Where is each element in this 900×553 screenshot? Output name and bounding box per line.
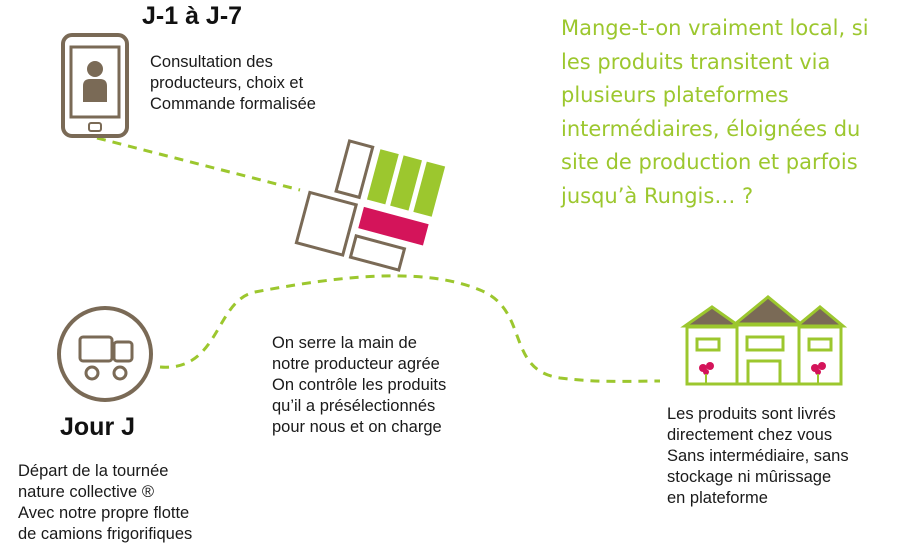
question-text: Mange-t-on vraiment local, si les produi… bbox=[561, 16, 869, 208]
step2-heading: Jour J bbox=[60, 413, 136, 441]
connector-phone-to-crates bbox=[96, 136, 301, 192]
step2-description: Départ de la tournée nature collective ®… bbox=[18, 462, 193, 543]
step1-heading: J-1 à J-7 bbox=[142, 2, 243, 30]
connector-truck-to-shop bbox=[159, 274, 661, 383]
step4-description: Les produits sont livrés directement che… bbox=[667, 405, 849, 507]
step3-description: On serre la main de notre producteur agr… bbox=[272, 334, 447, 436]
step1-description: Consultation des producteurs, choix et C… bbox=[150, 53, 316, 113]
